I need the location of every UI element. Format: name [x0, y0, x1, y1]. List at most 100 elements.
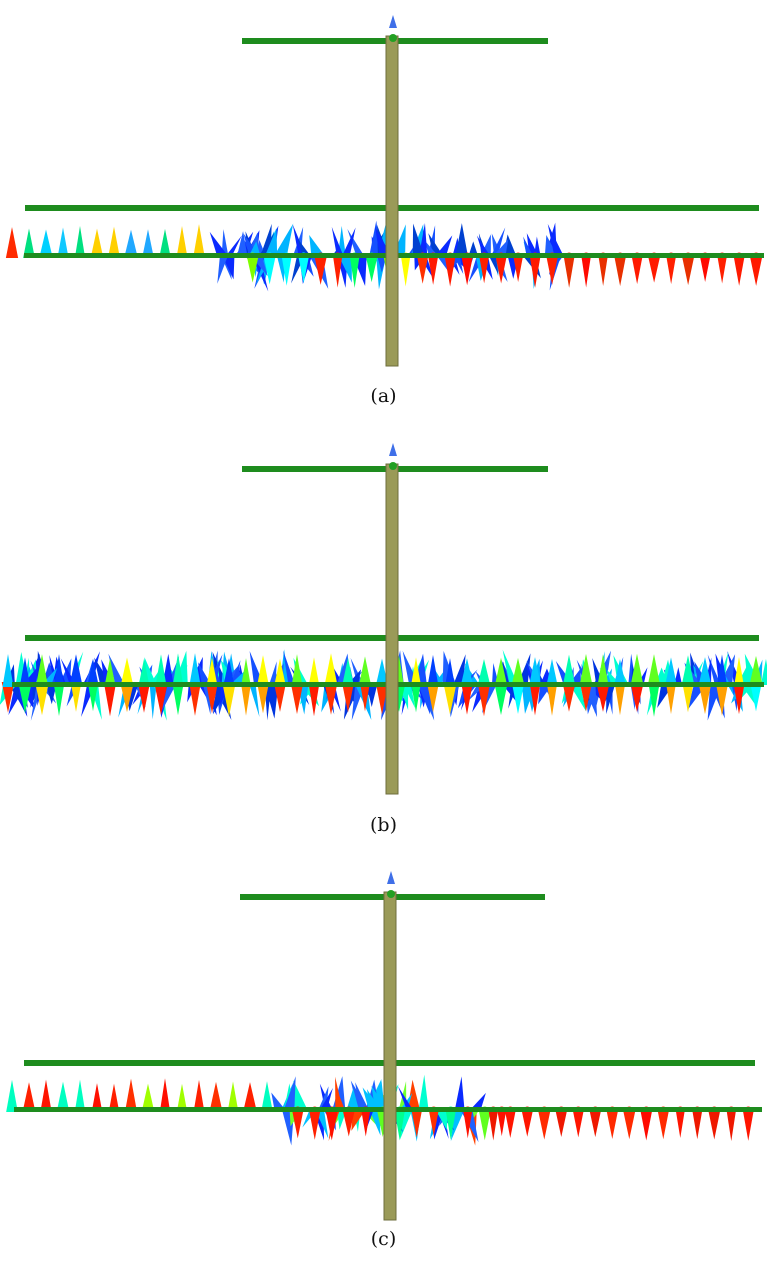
cone-up	[40, 1079, 52, 1112]
vector-spike	[523, 236, 534, 256]
cone-up	[172, 653, 184, 687]
vector-spike	[475, 670, 489, 685]
vector-spike	[488, 256, 499, 275]
cone-down	[103, 682, 117, 717]
cone-up	[664, 657, 678, 687]
cone-down	[359, 682, 371, 712]
cone-down	[461, 682, 473, 715]
vector-spike	[217, 256, 228, 284]
cone-down	[742, 1107, 755, 1141]
pole	[383, 891, 397, 1221]
cone-down	[222, 682, 236, 717]
vector-spike	[363, 685, 378, 702]
cone-down	[630, 682, 644, 713]
cone-down	[443, 682, 457, 715]
glyph-rows	[0, 649, 767, 721]
vector-spike	[538, 685, 552, 705]
vector-spike	[346, 1088, 359, 1110]
diagram-b	[0, 443, 767, 795]
hub	[389, 34, 397, 42]
cone-up	[240, 658, 252, 687]
diagram-a	[5, 15, 764, 367]
cone-down	[726, 1107, 737, 1142]
cone-up	[5, 227, 19, 258]
vector-spike	[718, 654, 736, 685]
cone-down	[206, 682, 218, 714]
vector-spike	[534, 236, 541, 256]
cone-down	[613, 253, 627, 287]
cone-up	[528, 657, 542, 687]
vector-spike	[264, 685, 279, 719]
cone-down	[520, 1107, 534, 1137]
cone-down	[512, 253, 524, 283]
cone-down	[749, 253, 763, 286]
cone-up	[546, 658, 558, 687]
cone-up	[243, 1082, 257, 1112]
vector-spike	[237, 231, 248, 256]
vector-spike	[271, 1092, 286, 1110]
cone-down	[691, 1107, 703, 1140]
cone-down	[308, 682, 320, 717]
cone-up	[256, 655, 270, 687]
cone-down	[529, 682, 541, 716]
vector-spike	[220, 664, 240, 685]
cone-down	[189, 682, 201, 716]
cone-down	[410, 1107, 423, 1138]
cone-down	[18, 682, 32, 714]
cone-up	[124, 1078, 138, 1112]
vector-spike	[760, 658, 767, 685]
vector-spike	[606, 685, 615, 715]
cone-up	[749, 655, 763, 687]
cone-up	[193, 1079, 205, 1112]
vector-spike	[503, 234, 517, 256]
cone-up	[698, 657, 712, 687]
cone-down	[462, 1107, 473, 1139]
cone-down	[246, 253, 260, 283]
vector-spike	[250, 256, 268, 277]
cone-up	[108, 1083, 120, 1112]
vector-spike	[397, 1086, 413, 1110]
vector-spike	[371, 1110, 385, 1134]
cone-down	[596, 682, 610, 712]
vector-spike	[453, 654, 466, 685]
hub	[389, 462, 397, 470]
cone-down	[529, 253, 542, 288]
vector-spike	[455, 223, 468, 256]
cone-up	[193, 224, 205, 258]
cone-down	[488, 1107, 499, 1141]
cone-up	[209, 1081, 223, 1112]
vector-spike	[744, 653, 762, 685]
vector-spike	[342, 227, 356, 256]
cone-up	[74, 1079, 86, 1112]
cone-up	[358, 656, 372, 687]
cone-up	[308, 657, 320, 687]
cone-down	[681, 253, 695, 286]
cone-up	[57, 227, 69, 258]
vector-spike	[437, 1110, 449, 1139]
cone-up	[427, 654, 439, 687]
vector-spike	[264, 227, 278, 256]
vector-spike	[46, 685, 57, 705]
vector-spike	[407, 1079, 420, 1110]
cone-up	[647, 654, 661, 687]
cone-up	[460, 658, 474, 687]
vector-spike	[424, 240, 439, 256]
vector-spike	[297, 238, 311, 256]
vector-spike	[412, 223, 425, 256]
cone-up	[120, 657, 134, 687]
vector-spike	[347, 669, 362, 685]
vector-spike	[248, 241, 261, 256]
cone-down	[324, 1107, 339, 1141]
cone-up	[189, 653, 201, 687]
cone-down	[733, 253, 746, 286]
cone-down	[273, 682, 287, 713]
cone-down	[494, 253, 508, 284]
cone-down	[365, 253, 379, 283]
vector-spike	[674, 667, 683, 685]
cone-down	[70, 682, 82, 712]
cone-down	[35, 682, 49, 716]
vector-spike	[377, 256, 387, 273]
cone-up	[2, 653, 14, 687]
vector-spike	[517, 653, 531, 685]
caption-b: (b)	[370, 814, 397, 836]
